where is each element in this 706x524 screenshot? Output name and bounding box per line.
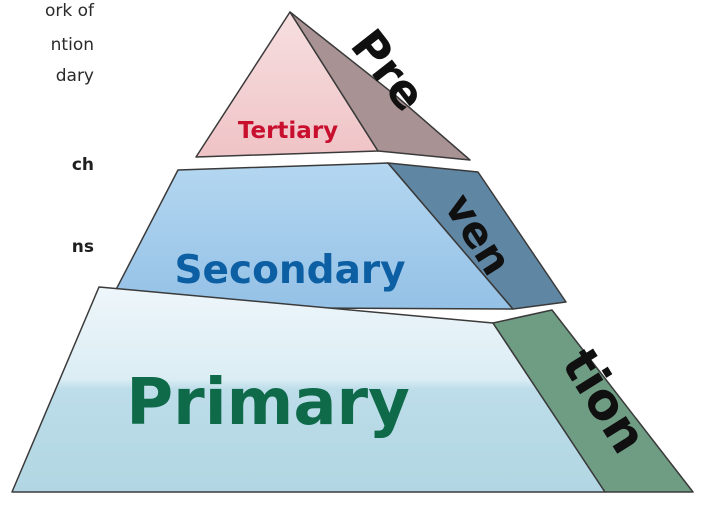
- text-line-bold-2: ns: [71, 237, 94, 257]
- left-text-fragment: ork of ntion dary ch ns: [0, 0, 110, 300]
- text-line-bold-1: ch: [71, 155, 94, 175]
- text-line-1: ork of: [44, 1, 94, 21]
- text-line-3: dary: [55, 66, 94, 86]
- tier-tertiary: Tertiary Pre: [195, 11, 471, 161]
- tier-secondary-label: Secondary: [174, 248, 405, 293]
- tier-secondary-side: [387, 162, 567, 310]
- tier-secondary: Secondary ven: [106, 162, 567, 310]
- tier-tertiary-side: [289, 11, 471, 161]
- tier-tertiary-label: Tertiary: [238, 118, 338, 144]
- tier-primary: Primary tion: [11, 286, 694, 493]
- tier-primary-side: [492, 309, 694, 493]
- text-line-2: ntion: [50, 35, 94, 55]
- tier-primary-label: Primary: [126, 366, 410, 440]
